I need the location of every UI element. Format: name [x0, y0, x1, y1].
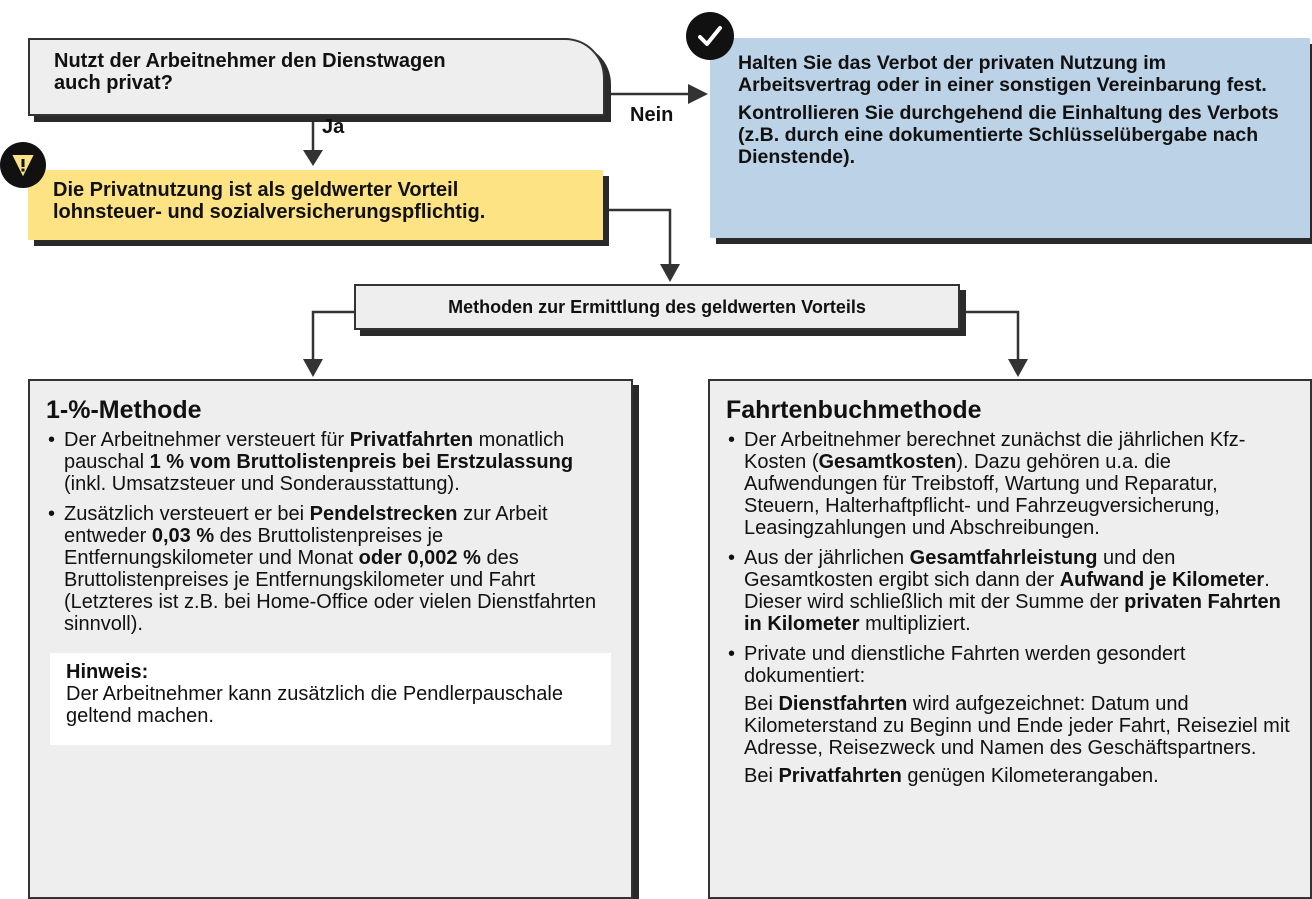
arrowhead-method-2 — [1008, 359, 1028, 377]
question-line-2: auch privat? — [54, 72, 173, 94]
check-icon — [686, 12, 734, 60]
warning-line-1: Die Privatnutzung ist als geldwerter Vor… — [53, 179, 459, 201]
question-line-1: Nutzt der Arbeitnehmer den Dienstwagen — [54, 50, 446, 72]
exclamation-icon — [0, 142, 46, 188]
no-label: Nein — [630, 104, 674, 126]
method-2-private-trips: Bei Privatfahrten genügen Kilometerangab… — [744, 765, 1159, 787]
methods-header-text: Methoden zur Ermittlung des geldwerten V… — [448, 296, 866, 317]
method-1-box: 1-%-Methode Der Arbeitnehmer versteuert … — [28, 379, 633, 899]
arrowhead-no — [688, 84, 708, 104]
yes-label: Ja — [322, 116, 345, 138]
connector-method-2 — [960, 310, 1020, 361]
method-1-title: 1-%-Methode — [46, 396, 202, 424]
question-box: Nutzt der Arbeitnehmer den Dienstwagen a… — [28, 38, 605, 116]
method-2-business-trips: Bei Dienstfahrten wird aufgezeichnet: Da… — [744, 693, 1290, 759]
method-2-title: Fahrtenbuchmethode — [726, 396, 982, 424]
methods-header-box: Methoden zur Ermittlung des geldwerten V… — [354, 284, 960, 330]
method-2-bullet-2: Aus der jährlichen Gesamtfahrleistung un… — [726, 547, 1294, 635]
method-2-bullet-1: Der Arbeitnehmer berechnet zunächst die … — [726, 429, 1294, 539]
connector-method-1 — [311, 310, 354, 361]
hint-title: Hinweis: — [66, 661, 149, 683]
method-2-box: Fahrtenbuchmethode Der Arbeitnehmer bere… — [708, 379, 1312, 899]
method-1-bullet-2: Zusätzlich versteuert er bei Pendelstrec… — [46, 503, 615, 635]
warning-box: Die Privatnutzung ist als geldwerter Vor… — [28, 170, 603, 240]
hint-box: Hinweis: Der Arbeitnehmer kann zusätzlic… — [50, 653, 611, 745]
arrowhead-yes — [303, 150, 323, 166]
connector-warning-methods — [603, 208, 672, 266]
warning-line-2: lohnsteuer- und sozialversicherungspflic… — [53, 201, 486, 223]
method-2-bullet-3: Private und dienstliche Fahrten werden g… — [726, 643, 1294, 787]
method-1-list: Der Arbeitnehmer versteuert für Privatfa… — [46, 429, 615, 635]
no-private-use-box: Halten Sie das Verbot der privaten Nutzu… — [710, 38, 1310, 238]
method-1-bullet-1: Der Arbeitnehmer versteuert für Privatfa… — [46, 429, 615, 495]
no-use-paragraph-1: Halten Sie das Verbot der privaten Nutzu… — [738, 52, 1267, 96]
hint-text: Der Arbeitnehmer kann zusätzlich die Pen… — [66, 683, 563, 727]
arrowhead-method-1 — [303, 359, 323, 377]
method-2-list: Der Arbeitnehmer berechnet zunächst die … — [726, 429, 1294, 787]
no-use-paragraph-2: Kontrollieren Sie durchgehend die Einhal… — [738, 102, 1279, 168]
arrowhead-methods — [660, 264, 680, 282]
